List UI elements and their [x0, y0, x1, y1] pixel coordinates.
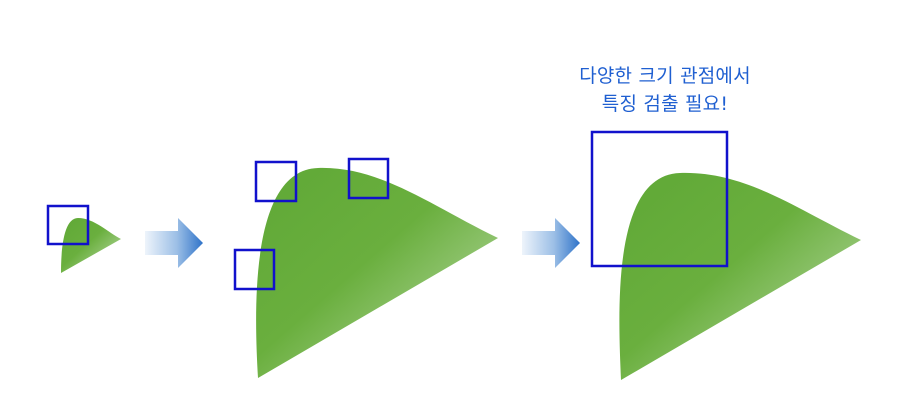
caption: 다양한 크기 관점에서 특징 검출 필요! — [540, 62, 790, 118]
transition-arrow-1 — [145, 218, 203, 268]
transition-arrow-2 — [522, 218, 580, 268]
detection-box-top-right — [347, 157, 390, 200]
detection-box-small — [46, 204, 90, 246]
small-shape-group — [46, 204, 121, 273]
caption-line-1: 다양한 크기 관점에서 — [579, 65, 751, 87]
large-shape-group — [233, 157, 498, 378]
caption-line-2: 특징 검출 필요! — [601, 93, 729, 115]
small-green-shape — [61, 218, 121, 273]
large-green-shape-2 — [619, 172, 861, 380]
large-shape-large-window-group — [590, 130, 861, 380]
detection-box-left — [233, 248, 276, 291]
detection-box-large — [590, 130, 729, 268]
large-green-shape — [256, 167, 498, 378]
detection-box-top-left — [254, 160, 298, 203]
